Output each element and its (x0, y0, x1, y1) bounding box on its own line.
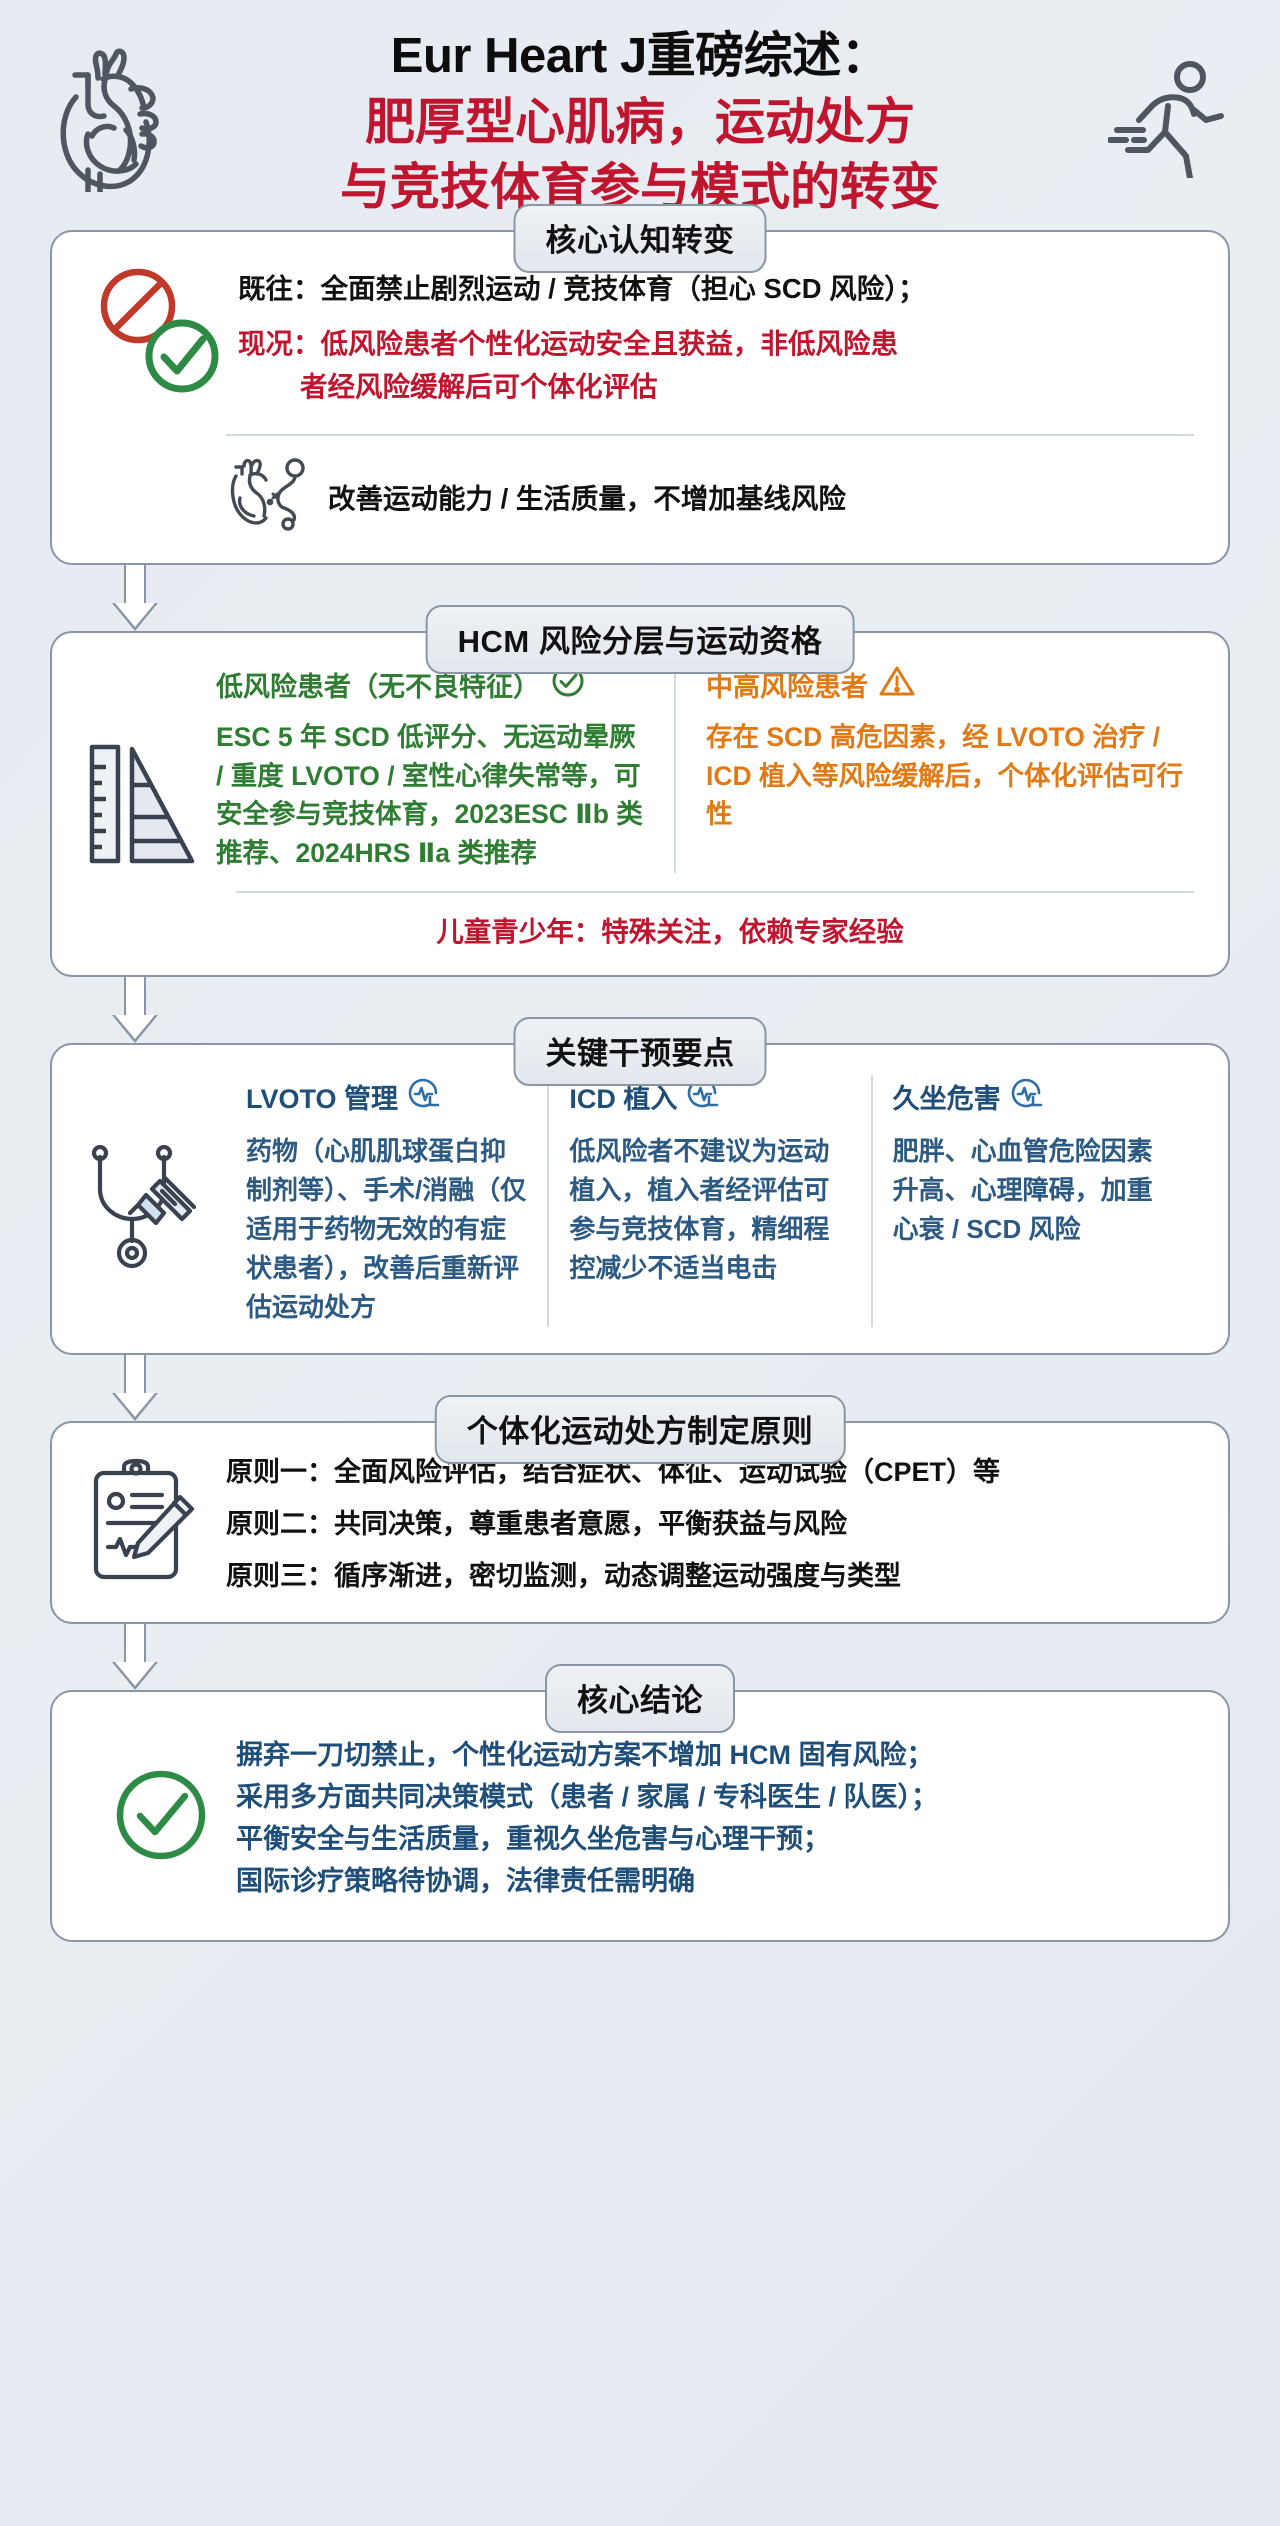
section-chip-prescription-principles: 个体化运动处方制定原则 (434, 1394, 846, 1464)
page-title-line2: 肥厚型心肌病，运动处方 (365, 93, 915, 150)
panel-prescription-principles: 个体化运动处方制定原则 (50, 1394, 1230, 1624)
high-risk-body: 存在 SCD 高危因素，经 LVOTO 治疗 / ICD 植入等风险缓解后，个体… (706, 721, 1183, 830)
sedentary-body: 肥胖、心血管危险因素升高、心理障碍，加重心衰 / SCD 风险 (892, 1135, 1153, 1244)
panel-risk-stratification: HCM 风险分层与运动资格 (50, 604, 1230, 977)
section-chip-core-cognition-shift: 核心认知转变 (513, 203, 767, 273)
section-risk-stratification: HCM 风险分层与运动资格 (50, 604, 1230, 977)
intervention-column-lvoto: LVOTO 管理 药物（心肌肌球蛋白抑制剂等）、手术/消融（仅适用于药物无效的有… (226, 1075, 547, 1327)
sedentary-heading: 久坐危害 (893, 1075, 1174, 1118)
section-divider (236, 890, 1194, 893)
stethoscope-syringe-icon (86, 1075, 226, 1292)
past-statement: 既往：全面禁止剧烈运动 / 竞技体育（担心 SCD 风险）； (238, 272, 926, 304)
icd-heading: ICD 植入 (569, 1075, 850, 1118)
flow-connector-2 (112, 976, 158, 1043)
conclusion-item: 摒弃一刀切禁止，个性化运动方案不增加 HCM 固有风险； (236, 1739, 934, 1770)
conclusion-item: 采用多方面共同决策模式（患者 / 家属 / 专科医生 / 队医）； (236, 1781, 939, 1812)
heartbeat-refresh-icon (406, 1075, 442, 1118)
pediatric-note: 儿童青少年：特殊关注，依赖专家经验 (436, 915, 904, 947)
section-divider (226, 433, 1194, 436)
principle-item: 原则三：循序渐进，密切监测，动态调整运动强度与类型 (226, 1561, 901, 1592)
principle-item: 原则二：共同决策，尊重患者意愿，平衡获益与风险 (226, 1508, 847, 1539)
anatomical-heart-icon (48, 42, 166, 197)
page-title-line1: Eur Heart J重磅综述： (390, 29, 890, 83)
check-circle-icon (86, 1761, 236, 1874)
section-key-interventions: 关键干预要点 (50, 1016, 1230, 1355)
page-header: Eur Heart J重磅综述： 肥厚型心肌病，运动处方 与竞技体育参与模式的转… (0, 0, 1280, 230)
icd-body: 低风险者不建议为运动植入，植入者经评估可参与竞技体育，精细程控减少不适当电击 (569, 1135, 830, 1283)
prohibition-icon (96, 264, 180, 353)
section-chip-key-interventions: 关键干预要点 (513, 1016, 767, 1086)
intervention-column-icd: ICD 植入 低风险者不建议为运动植入，植入者经评估可参与竞技体育，精细程控减少… (547, 1074, 870, 1327)
heart-route-icon (226, 456, 310, 537)
low-risk-column: 低风险患者（无不良特征） ESC 5 年 SCD 低评分、无运动晕厥 / 重度 … (216, 662, 676, 873)
conclusion-item: 国际诊疗策略待协调，法律责任需明确 (236, 1865, 695, 1896)
ruler-pyramid-icon (86, 663, 216, 872)
status-icon-group (86, 262, 234, 412)
flow-connector-1 (112, 564, 158, 631)
panel-core-cognition-shift: 核心认知转变 (50, 203, 1230, 565)
panel-key-interventions: 关键干预要点 (50, 1016, 1230, 1355)
flow-connector-4 (112, 1623, 158, 1690)
current-statement: 现况：低风险患者个性化运动安全且获益，非低风险患者经风险缓解后可个体化评估 (238, 328, 898, 402)
section-prescription-principles: 个体化运动处方制定原则 (50, 1394, 1230, 1624)
flow-connector-3 (112, 1354, 158, 1421)
low-risk-heading: 低风险患者（无不良特征） (216, 663, 648, 706)
section-core-conclusions: 核心结论 摒弃一刀切禁止，个性化运动方案不增加 HCM 固有风险； 采用多方面共… (50, 1663, 1230, 1942)
panel-core-conclusions: 核心结论 摒弃一刀切禁止，个性化运动方案不增加 HCM 固有风险； 采用多方面共… (50, 1663, 1230, 1942)
lvoto-body: 药物（心肌肌球蛋白抑制剂等）、手术/消融（仅适用于药物无效的有症状患者），改善后… (246, 1135, 527, 1322)
check-circle-icon (138, 312, 226, 405)
high-risk-heading: 中高风险患者 (706, 663, 1194, 706)
benefit-statement: 改善运动能力 / 生活质量，不增加基线风险 (328, 483, 846, 515)
high-risk-column: 中高风险患者 存在 SCD 高危因素，经 LVOTO 治疗 / ICD 植入等风… (676, 663, 1194, 873)
warning-triangle-icon (878, 663, 916, 706)
clipboard-pencil-icon (86, 1457, 226, 1592)
section-core-cognition-shift: 核心认知转变 (50, 203, 1230, 565)
running-person-icon (1107, 58, 1228, 183)
intervention-column-sedentary: 久坐危害 肥胖、心血管危险因素升高、心理障碍，加重心衰 / SCD 风险 (870, 1074, 1194, 1327)
low-risk-body: ESC 5 年 SCD 低评分、无运动晕厥 / 重度 LVOTO / 室性心律失… (216, 721, 643, 868)
section-chip-risk-stratification: HCM 风险分层与运动资格 (425, 604, 855, 674)
infographic-flow: 核心认知转变 (50, 203, 1230, 1942)
section-chip-core-conclusions: 核心结论 (545, 1663, 735, 1733)
lvoto-heading: LVOTO 管理 (246, 1075, 527, 1118)
conclusion-item: 平衡安全与生活质量，重视久坐危害与心理干预； (236, 1823, 830, 1854)
heartbeat-refresh-icon (1009, 1075, 1045, 1118)
